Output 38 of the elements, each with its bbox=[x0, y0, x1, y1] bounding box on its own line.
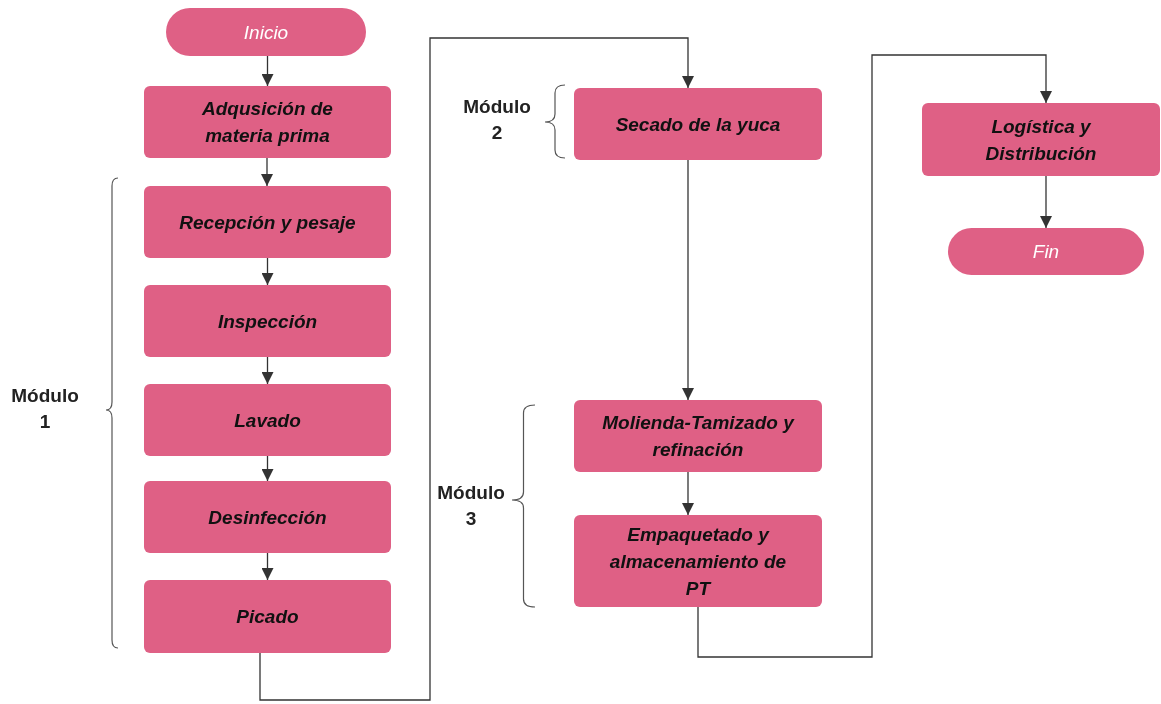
process-box bbox=[574, 400, 822, 472]
arrow bbox=[697, 54, 1052, 658]
node-label: Inspección bbox=[216, 309, 319, 334]
node-label: Molienda-Tamizado y refinación bbox=[601, 411, 796, 462]
module-label: Módulo 3 bbox=[436, 481, 506, 531]
process-box bbox=[144, 86, 391, 158]
module-label: Módulo 1 bbox=[10, 384, 80, 434]
process-box bbox=[144, 384, 391, 456]
process-box bbox=[574, 515, 822, 607]
arrow bbox=[261, 55, 274, 87]
node-label: Secado de la yuca bbox=[614, 112, 782, 137]
node-label: Lavado bbox=[233, 408, 302, 433]
arrow bbox=[261, 257, 274, 286]
module-label: Módulo 2 bbox=[462, 95, 532, 145]
arrow bbox=[261, 552, 274, 581]
process-box bbox=[922, 103, 1160, 176]
arrow bbox=[259, 37, 694, 701]
arrow bbox=[682, 471, 694, 516]
node-label: Desinfección bbox=[207, 505, 328, 530]
arrow bbox=[261, 455, 274, 482]
node-label: Inicio bbox=[242, 20, 290, 45]
arrow bbox=[261, 356, 274, 385]
arrow bbox=[682, 159, 694, 401]
process-box bbox=[144, 285, 391, 357]
arrow bbox=[1040, 175, 1052, 229]
process-box bbox=[144, 186, 391, 258]
arrow bbox=[261, 157, 273, 187]
node-label: Fin bbox=[1031, 240, 1061, 264]
node-label: Logística y Distribución bbox=[984, 114, 1098, 166]
process-box bbox=[144, 481, 391, 553]
process-box bbox=[144, 580, 391, 653]
terminal-pill bbox=[948, 228, 1144, 275]
node-label: Recepción y pesaje bbox=[178, 210, 357, 235]
node-label: Empaquetado y almacenamiento de PT bbox=[608, 522, 788, 601]
process-box bbox=[574, 88, 822, 160]
node-label: Adqusición de materia prima bbox=[201, 97, 334, 148]
node-label: Picado bbox=[235, 605, 300, 629]
terminal-pill bbox=[166, 8, 366, 56]
